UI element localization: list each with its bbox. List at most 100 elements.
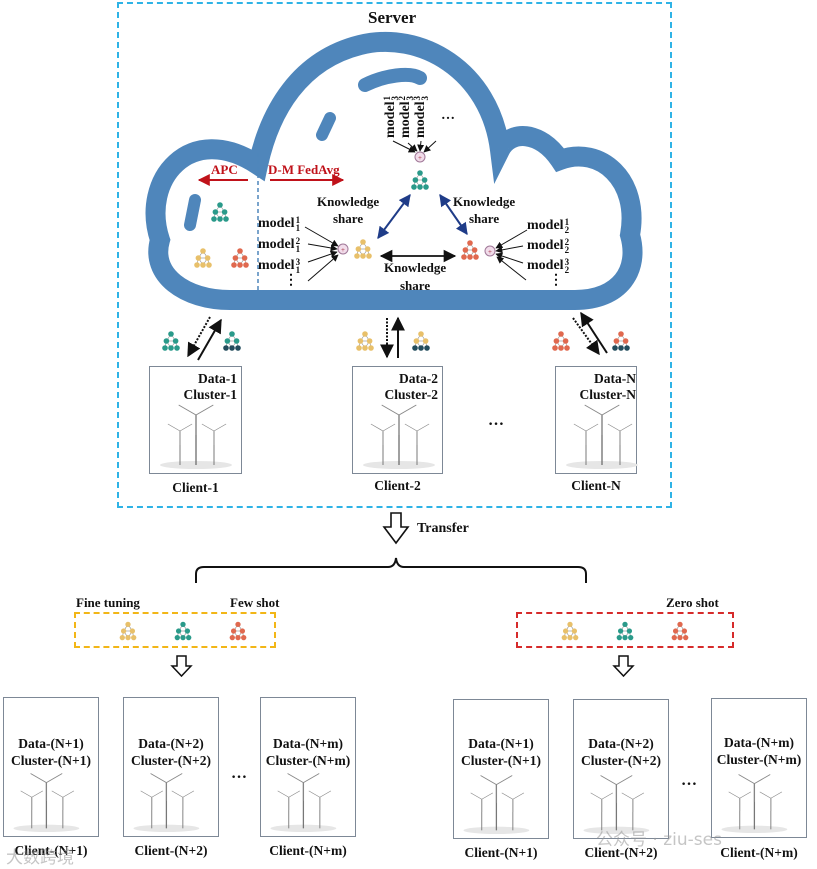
- watermark-right: 公众号 · ziu-ses: [596, 830, 722, 850]
- zero-shot-model-group: [516, 612, 734, 648]
- network-node: [204, 255, 211, 261]
- network-node: [163, 338, 170, 344]
- network-node: [221, 209, 228, 215]
- network-node: [119, 634, 125, 641]
- wind-turbine-image: [13, 773, 80, 832]
- network-node: [362, 345, 368, 351]
- network-node: [473, 254, 479, 260]
- network-node: [235, 634, 241, 641]
- client-name: Client-N: [571, 478, 621, 493]
- network-node: [239, 628, 246, 634]
- transfer-model-yellow-icon: [561, 621, 579, 641]
- network-node: [366, 253, 372, 259]
- client-name: Client-(N+2): [134, 843, 208, 858]
- client-name: Client-2: [374, 478, 421, 493]
- svg-text:+: +: [418, 154, 422, 162]
- network-node: [412, 177, 419, 183]
- client-card[interactable]: Data-2 Cluster-2: [352, 366, 443, 474]
- new-client-card[interactable]: Data-(N+1) Cluster-(N+1): [3, 697, 99, 837]
- network-node: [233, 338, 240, 344]
- fine-tuning-label: Fine tuning: [76, 595, 140, 610]
- network-node: [677, 621, 683, 628]
- client-data-label: Data-N: [594, 371, 636, 386]
- new-client-card[interactable]: Data-(N+m) Cluster-(N+m): [260, 697, 356, 837]
- apc-label: APC: [211, 162, 238, 177]
- network-node: [125, 621, 131, 628]
- upload-arrow-1: [197, 318, 222, 361]
- client-card[interactable]: Data-1 Cluster-1: [149, 366, 242, 474]
- new-client-card[interactable]: Data-(N+m) Cluster-(N+m): [711, 698, 807, 838]
- transfer-model-orange-icon: [229, 621, 247, 641]
- client-cluster-label: Cluster-2: [384, 387, 439, 402]
- network-node: [200, 248, 206, 254]
- network-node: [206, 262, 212, 268]
- network-node: [462, 247, 469, 253]
- knowledge-share-label-left: Knowledge share: [317, 193, 379, 227]
- new-client-card[interactable]: Data-(N+2) Cluster-(N+2): [123, 697, 219, 837]
- network-node: [467, 254, 473, 260]
- network-node: [229, 331, 235, 337]
- network-node: [241, 634, 247, 641]
- network-node: [230, 628, 237, 634]
- network-node: [360, 253, 366, 259]
- network-node: [217, 216, 223, 222]
- network-node: [362, 331, 368, 337]
- network-node: [422, 338, 429, 344]
- network-node: [562, 628, 569, 634]
- model-input-arrows: [392, 140, 437, 153]
- network-node: [223, 216, 229, 222]
- network-node: [184, 628, 191, 634]
- network-node: [552, 345, 558, 351]
- svg-text:+: +: [488, 248, 492, 256]
- network-node: [235, 345, 241, 351]
- network-node: [423, 184, 429, 190]
- network-node: [355, 246, 362, 252]
- client-name: Client-(N+1): [464, 845, 538, 860]
- cloud-highlight: [184, 194, 201, 231]
- network-node: [467, 240, 473, 246]
- transfer-brace: [195, 557, 587, 583]
- client-card[interactable]: Data-N Cluster-N: [555, 366, 638, 474]
- network-node: [162, 345, 168, 351]
- upload-model-icon: [412, 331, 430, 351]
- apc-model-teal-icon: [211, 202, 229, 222]
- aggregator-plus-icon: +: [414, 151, 426, 163]
- few-shot-label: Few shot: [230, 595, 280, 610]
- share-word: share: [333, 211, 364, 226]
- network-node: [125, 634, 131, 641]
- network-node: [417, 170, 423, 176]
- new-client-card[interactable]: Data-(N+1) Cluster-(N+1): [453, 699, 549, 839]
- network-node: [628, 634, 634, 641]
- client-data-label: Data-(N+1): [18, 736, 84, 751]
- clients-ellipsis: …: [488, 412, 504, 429]
- wind-turbine-image: [270, 773, 337, 832]
- cloud-highlight: [358, 67, 427, 92]
- network-node: [120, 628, 127, 634]
- ellipsis: ⋮: [549, 273, 563, 288]
- network-node: [424, 345, 430, 351]
- new-client-card[interactable]: Data-(N+2) Cluster-(N+2): [573, 699, 669, 839]
- client-data-label: Data-(N+1): [468, 736, 534, 751]
- wind-turbine-image: [721, 774, 788, 833]
- client-cluster-label: Cluster-1: [183, 387, 238, 402]
- network-node: [200, 262, 206, 268]
- apc-model-yellow-icon: [194, 248, 212, 268]
- network-node: [671, 634, 677, 641]
- network-node: [553, 338, 560, 344]
- share-word: share: [400, 278, 431, 293]
- network-node: [622, 338, 629, 344]
- few-shot-down-arrow-icon: [170, 655, 193, 678]
- network-node: [617, 628, 624, 634]
- client-cluster-label: Cluster-(N+1): [11, 753, 91, 768]
- network-node: [174, 345, 180, 351]
- network-node: [175, 628, 182, 634]
- network-node: [571, 628, 578, 634]
- wind-turbine-image: [463, 775, 530, 834]
- model-input-arrows: [304, 226, 339, 282]
- network-node: [168, 331, 174, 337]
- network-node: [366, 338, 373, 344]
- network-node: [567, 621, 573, 628]
